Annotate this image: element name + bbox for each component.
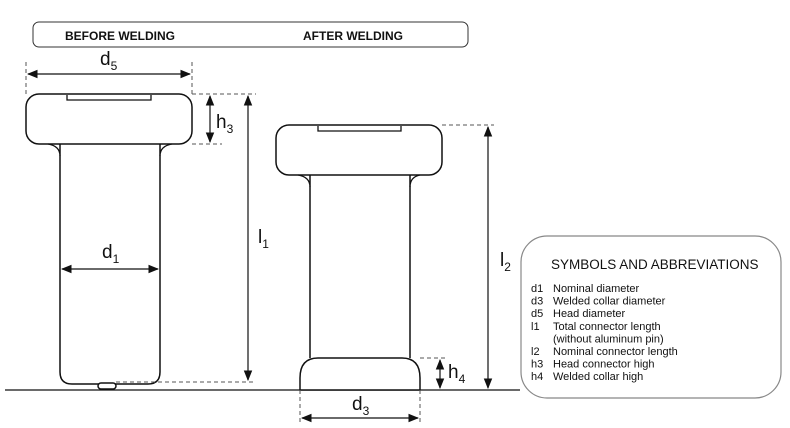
connector-before (25, 93, 193, 390)
dimension-labels: d5 h3 l1 d1 l2 h4 d3 (100, 49, 511, 418)
after-welding-label: AFTER WELDING (303, 29, 403, 43)
legend-description: Head connector high (553, 359, 655, 371)
legend-code: d5 (531, 308, 543, 320)
label-h4: h4 (448, 362, 466, 386)
aluminum-pin (97, 382, 117, 390)
legend-code: h3 (531, 359, 543, 371)
legend-box: SYMBOLS AND ABBREVIATIONS d1 Nominal diam… (520, 235, 782, 399)
legend-description: Nominal connector length (553, 346, 678, 358)
legend-title: SYMBOLS AND ABBREVIATIONS (551, 257, 759, 272)
head-notch-before (66, 95, 152, 101)
legend-items: d1 Nominal diameter d3 Welded collar diamet… (531, 283, 678, 383)
label-d5: d5 (100, 49, 118, 73)
label-l2: l2 (500, 250, 511, 274)
legend-description: (without aluminum pin) (553, 333, 664, 345)
dimension-arrows (26, 69, 493, 423)
head-notch-after (317, 126, 402, 132)
welded-collar (299, 357, 421, 391)
legend-code: h4 (531, 371, 543, 383)
shank-after (309, 172, 411, 358)
legend-code: l2 (531, 346, 540, 358)
legend-description: Nominal diameter (553, 283, 640, 295)
legend-code: d1 (531, 283, 543, 295)
head-before (25, 93, 193, 145)
label-d1: d1 (102, 242, 120, 266)
legend-description: Total connector length (553, 321, 661, 333)
legend-description: Welded collar diameter (553, 296, 666, 308)
legend-code: l1 (531, 321, 540, 333)
connector-after (275, 124, 443, 391)
label-h3: h3 (216, 112, 234, 136)
legend-code: d3 (531, 296, 543, 308)
extension-lines (25, 62, 494, 424)
head-after (275, 124, 443, 176)
legend-description: Head diameter (553, 308, 625, 320)
label-d3: d3 (352, 394, 370, 418)
legend-description: Welded collar high (553, 371, 643, 383)
header-bar: BEFORE WELDING AFTER WELDING (32, 21, 469, 48)
label-l1: l1 (258, 227, 269, 251)
before-welding-label: BEFORE WELDING (65, 29, 175, 43)
